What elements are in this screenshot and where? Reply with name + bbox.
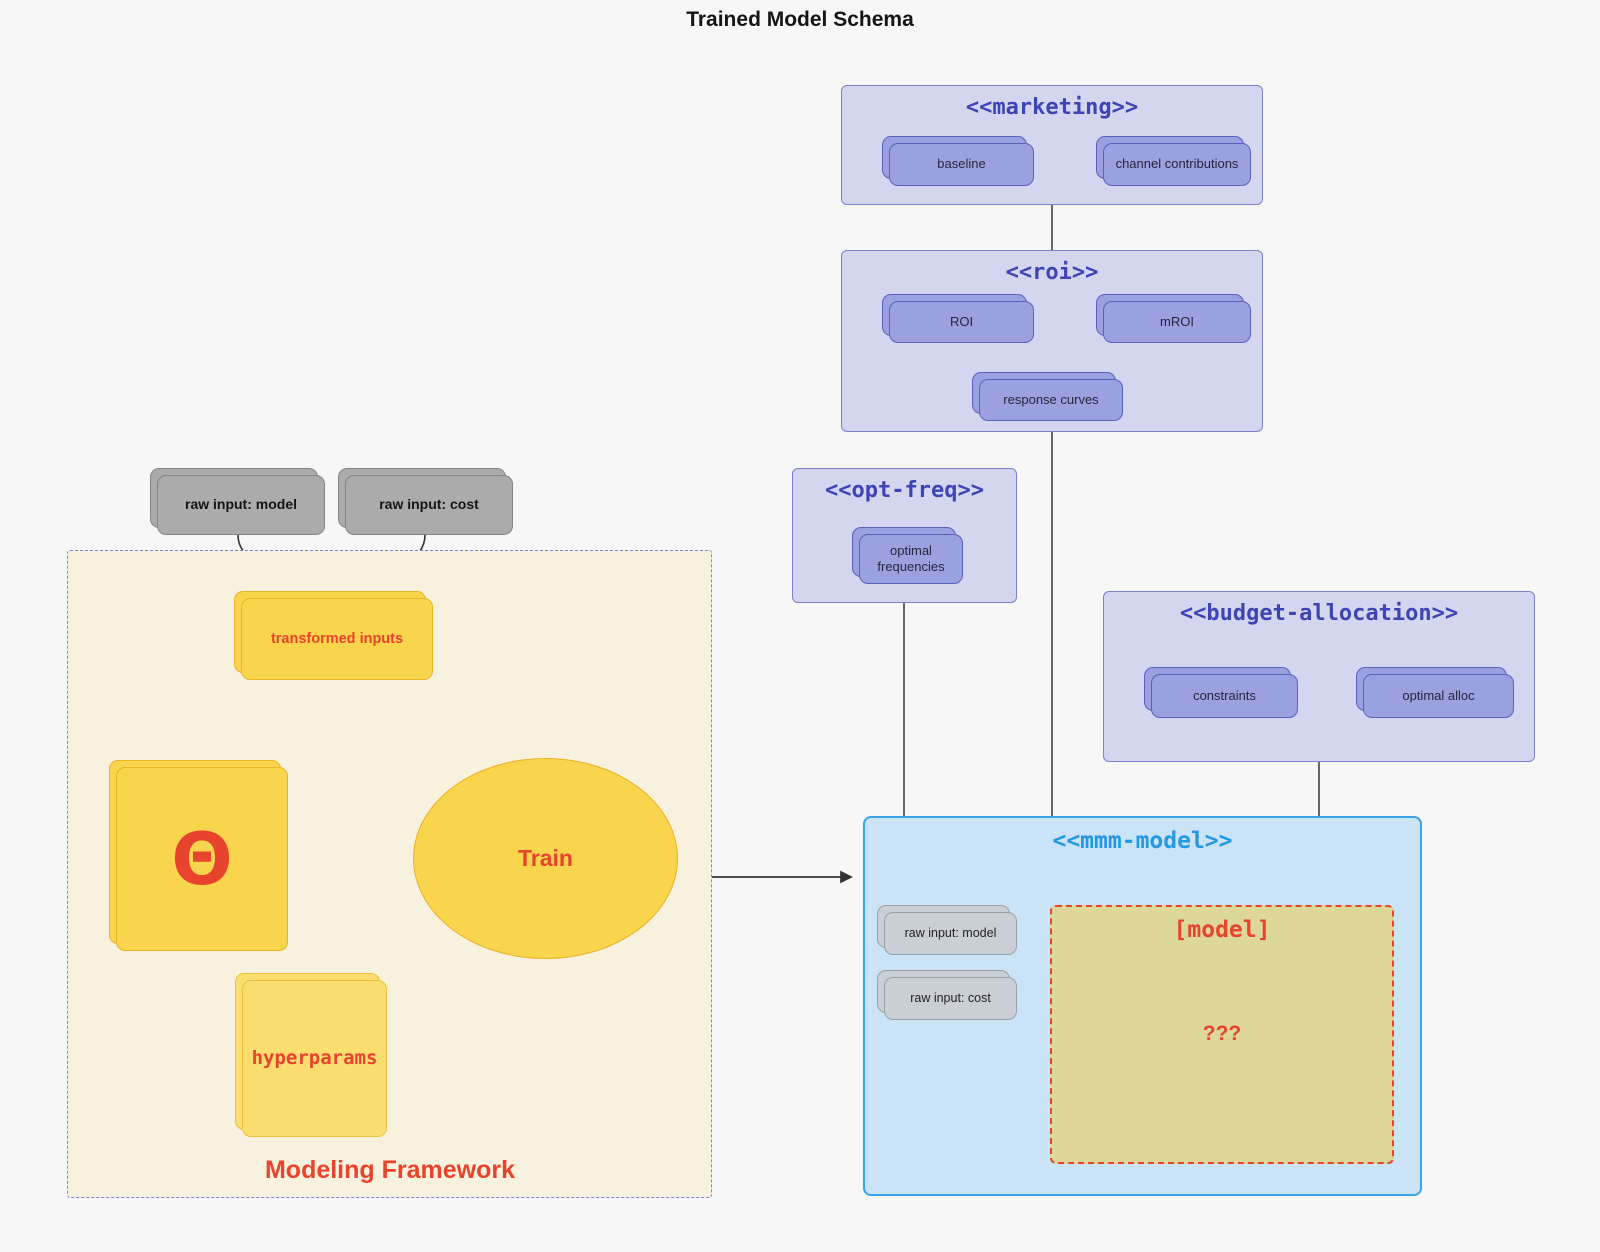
opt-freq-container: <<opt-freq>> optimal frequencies	[792, 468, 1017, 603]
model-placeholder-box: [model] ???	[1050, 905, 1394, 1164]
node-raw-input-model: raw input: model	[150, 468, 325, 535]
node-raw-input-cost: raw input: cost	[338, 468, 513, 535]
model-placeholder-label: [model]	[1173, 917, 1271, 943]
opt-freq-title: <<opt-freq>>	[825, 478, 984, 503]
model-placeholder-unknown: ???	[1202, 1022, 1242, 1045]
budget-allocation-title: <<budget-allocation>>	[1179, 601, 1459, 626]
modeling-framework-label: Modeling Framework	[264, 1156, 516, 1184]
node-train: Train	[413, 758, 678, 959]
node-transformed-inputs: transformed inputs	[234, 591, 433, 680]
mmm-model-container: <<mmm-model>> raw input: model raw input…	[863, 816, 1422, 1196]
node-constraints: constraints	[1144, 667, 1298, 718]
node-theta: Θ	[109, 760, 288, 951]
node-roi: ROI	[882, 294, 1034, 343]
node-mmm-raw-input-cost: raw input: cost	[877, 970, 1017, 1020]
roi-container: <<roi>> ROI mROI response curves	[841, 250, 1263, 432]
node-mroi: mROI	[1096, 294, 1251, 343]
node-mmm-raw-input-model: raw input: model	[877, 905, 1017, 955]
roi-title: <<roi>>	[1005, 260, 1099, 285]
marketing-title: <<marketing>>	[965, 95, 1139, 120]
diagram-title: Trained Model Schema	[686, 8, 914, 31]
node-baseline: baseline	[882, 136, 1034, 186]
node-response-curves: response curves	[972, 372, 1123, 421]
marketing-container: <<marketing>> baseline channel contribut…	[841, 85, 1263, 205]
node-optimal-alloc: optimal alloc	[1356, 667, 1514, 718]
node-optimal-frequencies: optimal frequencies	[852, 527, 963, 584]
node-hyperparams: hyperparams	[235, 973, 387, 1137]
modeling-framework-container: Modeling Framework transformed inputs Θ …	[67, 550, 712, 1198]
node-channel-contributions: channel contributions	[1096, 136, 1251, 186]
mmm-model-title: <<mmm-model>>	[1052, 828, 1233, 854]
budget-allocation-container: <<budget-allocation>> constraints optima…	[1103, 591, 1535, 762]
